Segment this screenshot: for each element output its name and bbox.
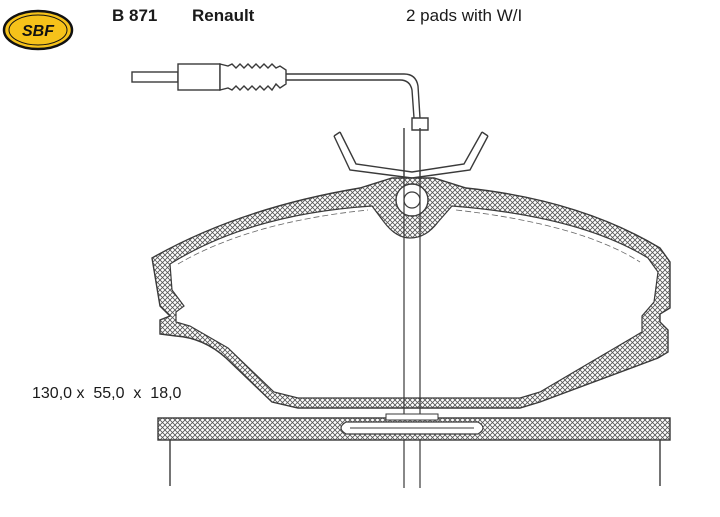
wear-indicator-sensor [131,63,429,131]
sbf-logo: SBF [2,9,74,51]
part-number: B 871 [112,6,158,25]
brand-name: Renault [192,6,255,25]
pad-description: 2 pads with W/I [406,6,523,25]
spring-clip [333,128,489,179]
logo-text: SBF [22,23,55,40]
brake-pad-side-view [157,413,671,486]
pad-dimensions: 130,0 x 55,0 x 18,0 [32,385,182,402]
brake-pad-front-view [151,176,671,488]
